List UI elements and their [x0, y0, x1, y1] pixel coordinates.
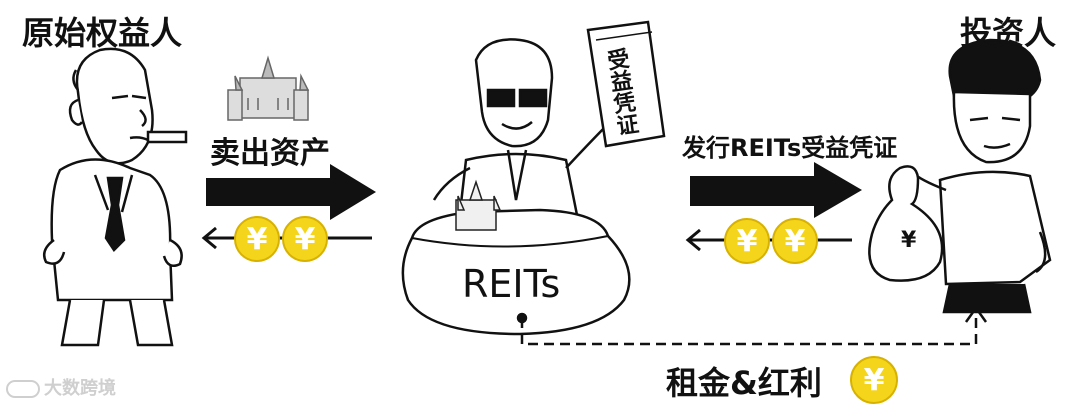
yen-coin-icon: ¥ [282, 216, 328, 262]
yen-coin-icon: ¥ [234, 216, 280, 262]
issue-certificates-arrow [690, 162, 862, 218]
yen-coin-icon: ¥ [724, 218, 770, 264]
cash-to-reits-arrow [685, 228, 852, 252]
yen-coin-icon: ¥ [772, 218, 818, 264]
benefit-certificate [586, 20, 666, 148]
moneybag-yen-label: ¥ [901, 228, 917, 253]
sell-assets-arrow [206, 164, 376, 220]
watermark-text: 大数跨境 [44, 378, 116, 399]
investor-figure [911, 38, 1052, 314]
yen-coin-icon: ¥ [850, 356, 898, 404]
sell-assets-label: 卖出资产 [210, 136, 330, 171]
watermark: 大数跨境 [6, 374, 116, 400]
originator-label: 原始权益人 [22, 14, 183, 52]
originator-figure [43, 47, 188, 347]
reits-bag [401, 179, 631, 336]
castle-icon [227, 55, 310, 121]
issue-certificates-label: 发行REITs受益凭证 [682, 134, 898, 162]
watermark-logo-icon [6, 380, 40, 398]
rent-dividends-path [516, 305, 988, 346]
reits-bag-label: REITs [462, 262, 561, 306]
investor-label: 投资人 [960, 14, 1057, 52]
rent-dividends-label: 租金&红利 [666, 364, 822, 402]
investor-moneybag-icon [868, 165, 944, 282]
